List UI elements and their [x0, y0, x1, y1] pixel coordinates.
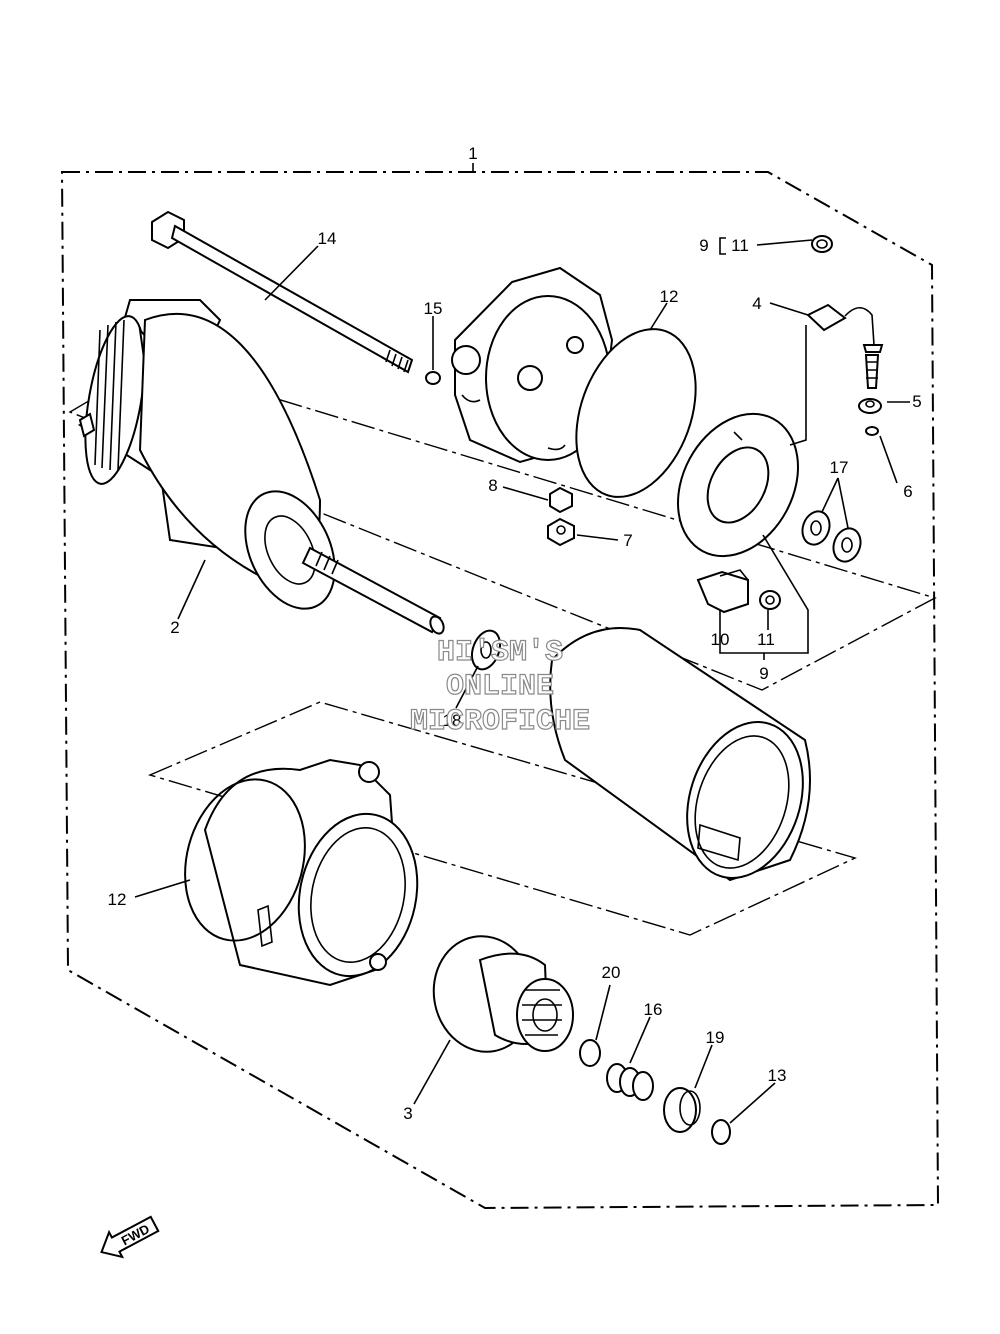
- nut-7: [547, 517, 575, 547]
- callout-7: 7: [623, 531, 632, 550]
- o-ring-large-lower: [184, 778, 306, 942]
- o-ring-small: [425, 371, 441, 385]
- spring-16: [606, 1063, 654, 1101]
- callout-10: 10: [711, 630, 730, 649]
- watermark-line-2: ONLINE: [446, 670, 554, 704]
- brush-lead: [806, 303, 884, 389]
- callout-18: 18: [443, 711, 462, 730]
- callout-20: 20: [602, 963, 621, 982]
- callout-5: 5: [912, 392, 921, 411]
- kit-bracket: [719, 237, 726, 255]
- callout-8: 8: [488, 476, 497, 495]
- callout-16: 16: [644, 1000, 663, 1019]
- brush-plate: [677, 412, 799, 558]
- callout-13: 13: [768, 1066, 787, 1085]
- assembly-boundary: [60, 171, 940, 1210]
- armature: [77, 299, 445, 635]
- callout-2: 2: [170, 618, 179, 637]
- callout-17: 17: [830, 458, 849, 477]
- callout-11-top: 11: [731, 236, 749, 255]
- starter-clutch: [432, 935, 574, 1053]
- callout-14: 14: [318, 229, 337, 248]
- o-ring-large-upper: [575, 328, 697, 498]
- callout-9-top: 9: [699, 236, 708, 255]
- circlip-13: [711, 1119, 731, 1145]
- yoke: [549, 627, 811, 882]
- o-ring-6: [865, 426, 879, 436]
- nut-8: [549, 486, 573, 514]
- through-bolt: [151, 210, 414, 374]
- callout-3: 3: [403, 1104, 412, 1123]
- callout-6: 6: [903, 482, 912, 501]
- callout-1: 1: [468, 144, 477, 163]
- callout-4: 4: [752, 294, 761, 313]
- brush-spring-top: [811, 235, 833, 253]
- fwd-direction-badge: FWD: [100, 1215, 160, 1259]
- callout-19: 19: [706, 1028, 725, 1047]
- collar-19: [663, 1087, 701, 1133]
- watermark-line-3: MICROFICHE: [410, 705, 590, 739]
- callout-15: 15: [424, 299, 443, 318]
- callout-numbers: 1 2 3 4 5 6 7 8 9 11 9 10 11 12 12 13 14…: [108, 144, 922, 1123]
- callout-11-bottom: 11: [757, 630, 775, 649]
- watermark: HI'SM'S ONLINE MICROFICHE: [409, 635, 590, 739]
- callout-12-upper: 12: [660, 287, 679, 306]
- lower-plane: [147, 701, 857, 936]
- brush-holder-10: [696, 569, 749, 614]
- washer-18: [470, 629, 502, 671]
- callout-12-lower: 12: [108, 890, 127, 909]
- front-housing: [203, 758, 419, 987]
- arrow-left-down-icon: [100, 1215, 160, 1259]
- circlip-20: [579, 1039, 601, 1067]
- washer-5: [858, 398, 882, 414]
- upper-plane: [68, 361, 937, 691]
- brush-spring-11: [759, 590, 781, 610]
- callout-9-bottom: 9: [759, 664, 768, 683]
- watermark-line-1: HI'SM'S: [437, 636, 563, 670]
- washers-17: [801, 510, 862, 563]
- leader-lines: [134, 239, 910, 1124]
